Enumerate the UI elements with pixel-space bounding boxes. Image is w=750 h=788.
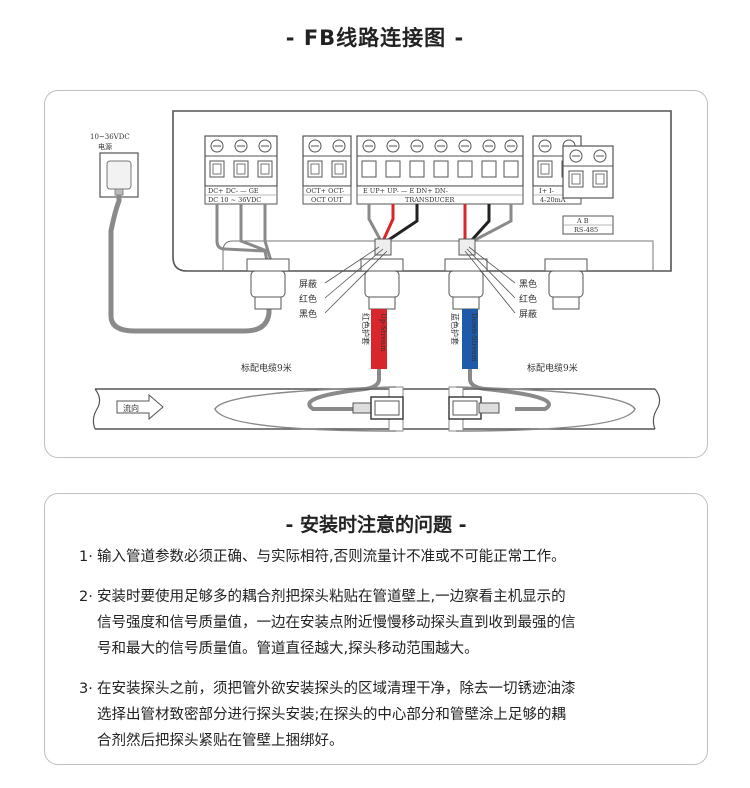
- downstream-blue-sheath: [462, 309, 478, 369]
- ma-terminal-bottom-label: 4-20mA: [540, 196, 566, 204]
- note-number: 2·: [79, 589, 93, 605]
- note-number: 3·: [79, 681, 93, 697]
- ma-terminal-top-label: I+ I-: [539, 187, 554, 195]
- right-wire-label-shield: 屏蔽: [519, 308, 537, 320]
- downstream-transducer: [448, 396, 500, 420]
- note-line: 安装时要使用足够多的耦合剂把探头粘贴在管道壁上,一边察看主机显示的: [97, 589, 566, 605]
- left-wire-label-black: 黑色: [299, 308, 317, 320]
- power-name-label: 电源: [98, 142, 112, 151]
- upstream-red-sheath: [371, 309, 387, 369]
- power-cable: [108, 195, 272, 334]
- downstream-wires: [458, 204, 513, 256]
- note-item-3: 3· 在安装探头之前，须把管外欲安装探头的区域清理干净，除去一切锈迹油漆 选择出…: [79, 676, 679, 754]
- note-number: 1·: [79, 549, 93, 565]
- oct-terminal-bottom-label: OCT OUT: [311, 196, 344, 204]
- page-title: - FB线路连接图 -: [285, 26, 465, 50]
- cable-length-note-right: 标配电缆9米: [527, 362, 578, 374]
- flow-label: 流向: [123, 403, 139, 413]
- cable-length-note-left: 标配电缆9米: [241, 362, 292, 374]
- cable-gland-spare: [544, 258, 588, 310]
- cable-gland-upstream: [360, 258, 404, 310]
- notes-title: - 安装时注意的问题 -: [285, 514, 467, 536]
- wire-label-leaders: [324, 246, 516, 314]
- power-voltage-label: 10~36VDC: [90, 133, 130, 141]
- housing-inner-frame: [222, 240, 654, 271]
- upstream-en-label: Up-Stream: [379, 313, 387, 352]
- left-wire-label-red: 红色: [299, 293, 317, 305]
- note-line: 号和最大的信号质量值。管道直径越大,探头移动范围越大。: [97, 641, 479, 657]
- power-terminal-bottom-label: DC 10 ~ 36VDC: [208, 196, 261, 204]
- note-item-1: 1· 输入管道参数必须正确、与实际相符,否则流量计不准或不可能正常工作。: [79, 544, 679, 570]
- installation-notes-panel: - 安装时注意的问题 - 1· 输入管道参数必须正确、与实际相符,否则流量计不准…: [44, 493, 708, 765]
- right-wire-label-black: 黑色: [519, 278, 537, 290]
- note-line: 信号强度和信号质量值，一边在安装点附近慢慢移动探头直到收到最强的信: [97, 615, 576, 631]
- note-line: 合剂然后把探头紧贴在管壁上捆绑好。: [97, 733, 344, 749]
- downstream-en-label: Down-Stream: [470, 313, 478, 362]
- note-item-2: 2· 安装时要使用足够多的耦合剂把探头粘贴在管道壁上,一边察看主机显示的 信号强…: [79, 584, 679, 662]
- upstream-transducer: [352, 396, 404, 420]
- left-wire-label-shield: 屏蔽: [299, 278, 317, 290]
- upstream-cn-label: 红色护套: [361, 313, 371, 345]
- rs485-terminal-top-label: A B: [576, 217, 589, 225]
- terminal-block-power: DC+ DC- — GE DC 10 ~ 36VDC: [204, 135, 278, 205]
- rs485-terminal-bottom-label: RS-485: [574, 226, 598, 234]
- transducer-terminal-top-label: E UP+ UP- — E DN+ DN-: [363, 187, 448, 195]
- flow-direction-arrow: [116, 393, 164, 421]
- power-terminal-top-label: DC+ DC- — GE: [208, 187, 259, 195]
- wiring-diagram: 10~36VDC 电源 DC+ DC- — GE DC 10 ~ 36VDC: [90, 110, 672, 432]
- cable-gland-power: [246, 258, 290, 310]
- power-wires: [215, 204, 273, 262]
- adapter-plug: [114, 188, 124, 196]
- note-line: 选择出管材致密部分进行探头安装;在探头的中心部分和管壁涂上足够的耦: [97, 707, 566, 723]
- note-line: 输入管道参数必须正确、与实际相符,否则流量计不准或不可能正常工作。: [97, 549, 566, 565]
- pipe: [92, 388, 661, 430]
- terminal-block-rs485: A B RS-485: [562, 145, 614, 235]
- power-adapter: [106, 160, 132, 190]
- clamp-loop-right: [455, 386, 636, 432]
- note-line: 在安装探头之前，须把管外欲安装探头的区域清理干净，除去一切锈迹油漆: [97, 681, 576, 697]
- clamp-loop-left: [214, 386, 397, 432]
- cable-gland-downstream: [444, 258, 488, 310]
- right-wire-label-red: 红色: [519, 293, 537, 305]
- terminal-block-oct: OCT+ OCT- OCT OUT: [302, 135, 352, 205]
- downstream-cn-label: 蓝色护套: [450, 313, 460, 345]
- transducer-terminal-bottom-label: TRANSDUCER: [405, 196, 455, 204]
- wiring-diagram-panel: 10~36VDC 电源 DC+ DC- — GE DC 10 ~ 36VDC: [44, 90, 708, 458]
- oct-terminal-top-label: OCT+ OCT-: [306, 187, 344, 195]
- terminal-block-transducer: E UP+ UP- — E DN+ DN- TRANSDUCER: [356, 135, 524, 205]
